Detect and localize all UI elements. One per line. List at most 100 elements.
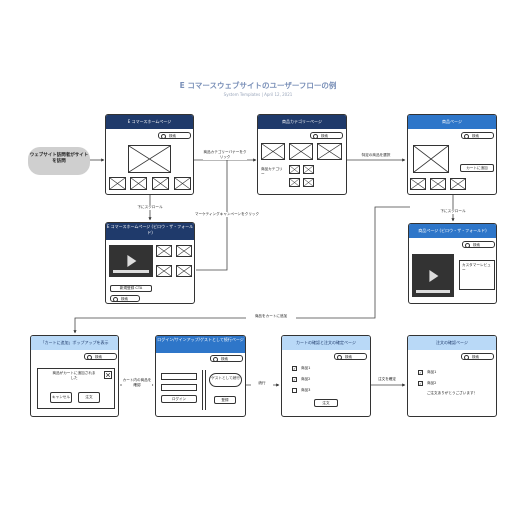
image-placeholder — [289, 143, 313, 160]
play-icon — [429, 269, 439, 282]
cancel-button[interactable]: キャンセル — [50, 392, 72, 403]
search-icon — [113, 297, 118, 301]
search-bar[interactable]: 検索 — [110, 295, 140, 302]
screen-order-confirm: 注文の確認ページ 検索 ✓ 商品1 ✓ 商品2 ご注文ありがとうございます！ — [407, 335, 497, 417]
image-placeholder — [261, 143, 285, 160]
register-button[interactable]: 登録 — [214, 396, 236, 404]
ordered-item-label: 商品1 — [427, 370, 437, 374]
divider — [205, 370, 206, 410]
close-icon[interactable] — [104, 371, 112, 379]
login-button[interactable]: ログイン — [161, 395, 197, 403]
edge-label-confirm-order: 注文を確定 — [373, 377, 401, 382]
edge-label-scroll-down-1: 下にスクロール — [128, 205, 172, 210]
divider — [202, 370, 203, 410]
search-bar[interactable]: 検索 — [310, 132, 343, 139]
item-checkbox[interactable]: ✓ — [292, 366, 297, 371]
category-label: 商品カテゴリー — [261, 167, 283, 176]
search-bar[interactable]: 検索 — [210, 355, 243, 362]
image-placeholder — [430, 178, 446, 190]
search-icon — [464, 355, 469, 359]
customer-reviews-label: カスタマーレビュー — [462, 263, 491, 272]
screen-order-confirm-header: 注文の確認ページ — [408, 336, 496, 350]
search-icon — [464, 134, 469, 138]
image-placeholder — [303, 178, 314, 187]
search-bar[interactable]: 検索 — [334, 353, 367, 360]
image-placeholder — [109, 177, 126, 190]
signup-cta-button[interactable]: 新規登録 CTA — [110, 285, 152, 292]
image-placeholder — [413, 145, 449, 173]
image-placeholder — [317, 143, 342, 160]
password-field[interactable] — [161, 384, 197, 391]
screen-login: ログイン/サインアップ/ゲストとして続行ページ 検索 ログイン ゲストとして続行… — [155, 335, 246, 417]
edge-label-add-to-cart: 商品をカートに追加 — [246, 314, 296, 319]
cart-item-label: 商品2 — [301, 377, 311, 381]
edge-label-banner-click: 商品カテゴリーバナーをクリック — [203, 150, 247, 160]
customer-reviews-box: カスタマーレビュー — [459, 260, 495, 290]
edge-label-check-cart: カート内の商品を確認 — [122, 378, 152, 388]
edge-label-campaign-click: マーケティングキャンペーンをクリック — [182, 212, 272, 217]
search-icon — [161, 134, 166, 138]
image-placeholder — [450, 178, 466, 190]
image-placeholder — [303, 165, 314, 174]
edge-product-scrolled-to-popup — [73, 206, 410, 334]
search-icon — [465, 243, 470, 247]
image-placeholder — [410, 178, 426, 190]
diagram-title: E コマースウェブサイトのユーザーフローの例 — [179, 81, 337, 90]
search-bar[interactable]: 検索 — [461, 132, 494, 139]
screen-product: 商品ページ 検索 カートに追加 — [407, 114, 497, 195]
order-button[interactable]: 注文 — [78, 392, 100, 403]
video-placeholder[interactable] — [109, 245, 153, 277]
image-placeholder — [152, 177, 169, 190]
video-progress-bar — [416, 290, 450, 293]
username-field[interactable] — [161, 373, 197, 380]
guest-button[interactable]: ゲストとして続行 — [209, 373, 242, 387]
cart-item-label: 商品3 — [301, 388, 311, 392]
screen-cart-popup: 「カートに追加」ポップアップを表示 検索 商品がカートに追加されました キャンセ… — [30, 335, 119, 417]
screen-product-scrolled-header: 商品ページ (ビロウ・ザ・フォールド) — [409, 224, 496, 238]
image-placeholder — [156, 245, 172, 257]
image-placeholder — [156, 265, 172, 277]
image-placeholder — [130, 177, 147, 190]
popup-message: 商品がカートに追加されました — [52, 371, 96, 380]
item-checkbox: ✓ — [418, 370, 423, 375]
search-bar[interactable]: 検索 — [462, 241, 495, 248]
image-placeholder — [289, 165, 300, 174]
image-placeholder — [176, 265, 192, 277]
screen-home-scrolled-header: E コマースホームページ (ビロウ・ザ・フォールド) — [106, 223, 194, 240]
screen-cart-popup-header: 「カートに追加」ポップアップを表示 — [31, 336, 118, 350]
search-icon — [87, 355, 92, 359]
video-progress-bar — [113, 270, 149, 273]
image-placeholder — [174, 177, 191, 190]
add-to-cart-button[interactable]: カートに追加 — [460, 164, 494, 172]
ordered-item-label: 商品2 — [427, 381, 437, 385]
edge-label-scroll-down-2: 下にスクロール — [430, 209, 476, 214]
item-checkbox[interactable]: ✓ — [292, 377, 297, 382]
thank-you-message: ご注文ありがとうございます！ — [426, 391, 478, 395]
cart-item-label: 商品1 — [301, 366, 311, 370]
add-to-cart-popup: 商品がカートに追加されました キャンセル 注文 — [37, 368, 115, 409]
search-bar[interactable]: 検索 — [461, 353, 494, 360]
search-icon — [213, 357, 218, 361]
diagram-subtitle: System Templates | April 12, 2021 — [223, 92, 293, 97]
play-icon — [127, 255, 137, 267]
search-icon — [313, 134, 318, 138]
screen-category: 商品カテゴリーページ 検索 商品カテゴリー — [257, 114, 347, 195]
start-node: ウェブサイト訪問者がサイトを訪問 — [28, 147, 90, 175]
screen-cart-confirm-header: カートの確認と注文の確定ページ — [282, 336, 370, 350]
screen-home: E コマースホームページ 検索 — [105, 114, 194, 195]
screen-category-header: 商品カテゴリーページ — [258, 115, 346, 129]
screen-login-header: ログイン/サインアップ/ゲストとして続行ページ — [156, 336, 245, 353]
video-placeholder[interactable] — [412, 254, 454, 297]
screen-cart-confirm: カートの確認と注文の確定ページ 検索 ✓ 商品1 ✓ 商品2 商品3 注文 — [281, 335, 371, 417]
image-placeholder — [289, 178, 300, 187]
edge-label-select-product: 特定の商品を選択 — [354, 153, 398, 158]
place-order-button[interactable]: 注文 — [314, 399, 338, 407]
edge-home-scrolled-to-category — [196, 160, 228, 271]
search-icon — [337, 355, 342, 359]
edge-label-continue: 続行 — [251, 381, 273, 386]
search-bar[interactable]: 検索 — [84, 353, 117, 360]
search-bar[interactable]: 検索 — [158, 132, 191, 139]
item-checkbox[interactable] — [292, 388, 297, 393]
screen-product-scrolled: 商品ページ (ビロウ・ザ・フォールド) 検索 カスタマーレビュー — [408, 223, 497, 304]
